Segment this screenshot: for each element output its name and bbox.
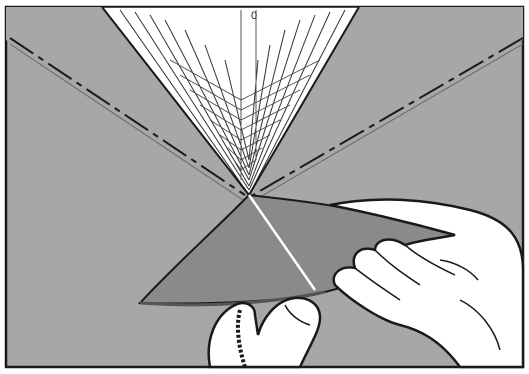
center-label: 0 bbox=[251, 10, 257, 22]
